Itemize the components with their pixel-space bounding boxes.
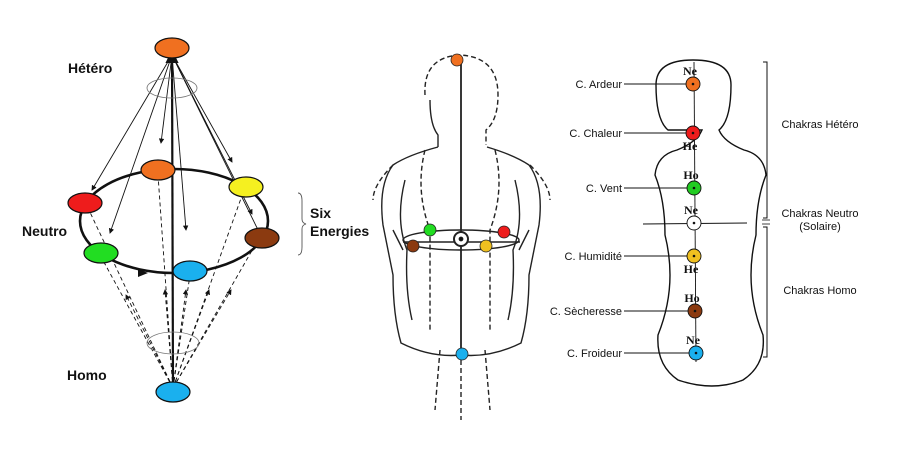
chakra-name: C. Vent <box>586 183 622 195</box>
chakra-polarity-mark: He <box>684 262 699 276</box>
ring-arrow-icon <box>138 269 148 277</box>
label-neutro: Neutro <box>22 223 67 239</box>
hetero-node <box>154 37 190 59</box>
chakra-row: C. Froideur Ne <box>567 333 704 361</box>
chakra-name: C. Humidité <box>565 251 622 263</box>
node-red <box>67 192 103 214</box>
group-homo-label: Chakras Homo <box>783 285 856 297</box>
node-brown <box>244 227 280 249</box>
chakra-polarity-mark: Ho <box>683 168 698 182</box>
label-energies: Energies <box>310 223 369 239</box>
group-brackets <box>763 61 768 358</box>
chakra-name: C. Ardeur <box>576 79 623 91</box>
chakra-polarity-mark: He <box>683 139 698 153</box>
label-six: Six <box>310 205 331 221</box>
label-homo: Homo <box>67 367 107 383</box>
homo-node <box>155 381 191 403</box>
bottom-rotation-ellipse <box>146 331 200 355</box>
energy-cone-diagram: Hétéro Neutro Homo Six Energies <box>22 37 369 403</box>
six-energies-brace <box>297 192 307 256</box>
node-blue <box>172 260 208 282</box>
chakra-polarity-mark: Ne <box>684 203 699 217</box>
chakra-name: C. Froideur <box>567 348 622 360</box>
body-sketch-chakras <box>406 53 511 361</box>
chakra-name: C. Chaleur <box>569 128 622 140</box>
chakra-polarity-mark: Ho <box>684 291 699 305</box>
group-solaire-label: (Solaire) <box>799 221 841 233</box>
chakra-row: C. Vent Ho <box>586 168 702 196</box>
central-axis <box>165 49 179 389</box>
label-hetero: Hétéro <box>68 60 112 76</box>
chakra-row: C. Ardeur Ne <box>576 64 701 92</box>
chakra-name: C. Sècheresse <box>550 306 622 318</box>
group-neutro-label: Chakras Neutro <box>781 208 858 220</box>
chakra-polarity-mark: Ne <box>683 64 698 78</box>
group-hetero-label: Chakras Hétéro <box>781 119 858 131</box>
chakra-row: Ne <box>684 203 702 231</box>
hetero-arrows <box>91 54 263 239</box>
chakra-row: C. Sècheresse Ho <box>550 291 703 319</box>
homo-arrows <box>87 174 259 389</box>
energy-nodes <box>67 37 280 403</box>
node-green <box>83 242 119 264</box>
node-yellow <box>228 176 264 198</box>
top-rotation-ellipse <box>146 77 198 99</box>
node-orange <box>140 159 176 181</box>
chakra-polarity-mark: Ne <box>686 333 701 347</box>
